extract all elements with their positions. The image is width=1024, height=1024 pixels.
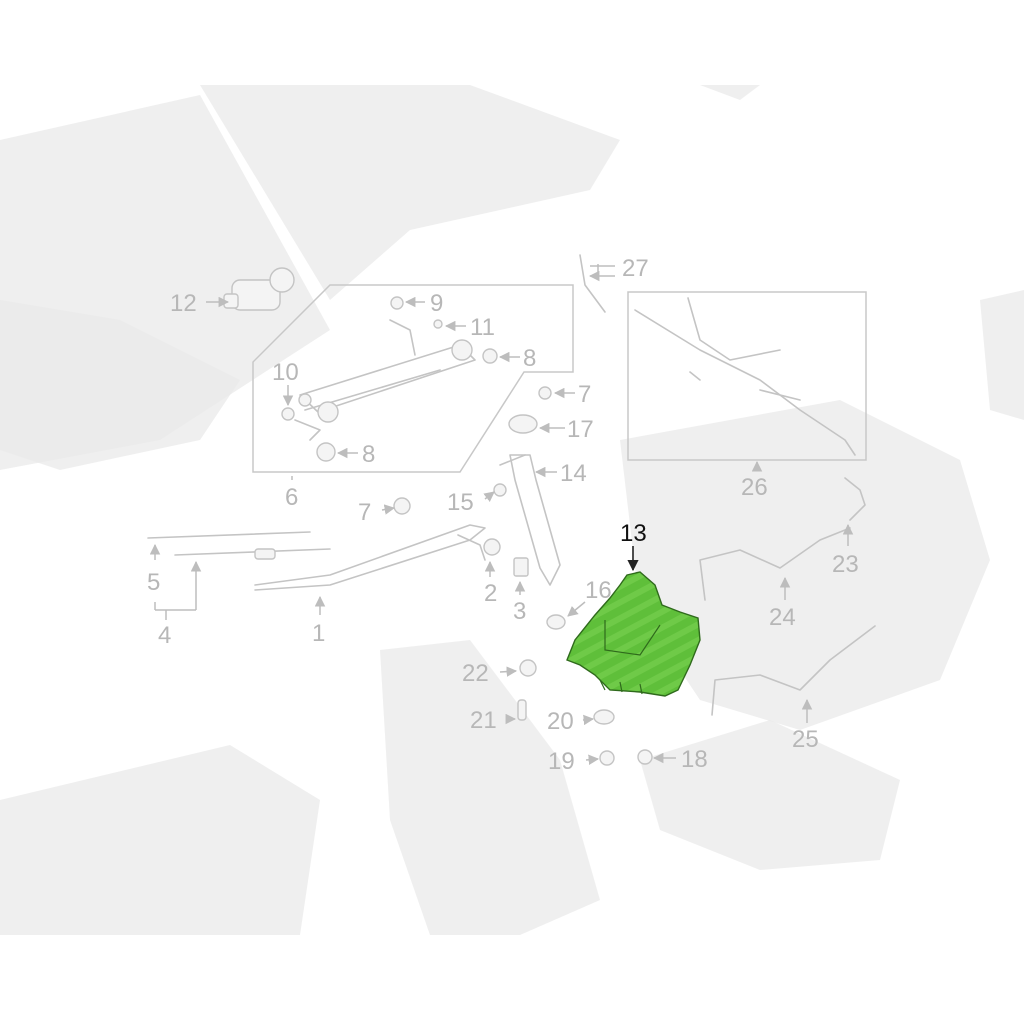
watermark	[0, 85, 1024, 935]
callout-2: 2	[484, 580, 497, 607]
callout-25: 25	[792, 726, 819, 753]
callout-21: 21	[470, 707, 497, 734]
callout-labels: 12 9 11 8 10 8 6 7 17 14 15 7 27 26 13 1…	[147, 255, 859, 775]
part-25-hose[interactable]	[711, 625, 876, 716]
part-8a-bushing[interactable]	[482, 348, 498, 364]
part-1-wiper-arm[interactable]	[254, 524, 486, 591]
part-6-wiper-linkage[interactable]	[294, 319, 476, 441]
callout-1: 1	[312, 620, 325, 647]
callout-22: 22	[462, 660, 489, 687]
part-19-connector[interactable]	[599, 750, 615, 766]
callout-7b: 7	[358, 499, 371, 526]
callout-6: 6	[285, 484, 298, 511]
callout-12: 12	[170, 290, 197, 317]
callout-27: 27	[622, 255, 649, 282]
part-5-wiper-blade[interactable]	[147, 531, 311, 539]
leader-lines	[149, 264, 854, 766]
callout-11: 11	[470, 314, 495, 341]
callout-8b: 8	[362, 441, 375, 468]
part-4-wiper-blade-assembly[interactable]	[174, 548, 331, 560]
part-16-seal[interactable]	[546, 614, 566, 630]
part-3-bracket[interactable]	[513, 557, 529, 577]
callout-5: 5	[147, 569, 160, 596]
part-10-nut[interactable]	[281, 407, 295, 421]
part-7a-bolt[interactable]	[538, 386, 552, 400]
part-18-connector[interactable]	[637, 749, 653, 765]
part-8b-bushing[interactable]	[316, 442, 336, 462]
callout-16: 16	[585, 577, 612, 604]
callout-15: 15	[447, 489, 474, 516]
callout-20: 20	[547, 708, 574, 735]
callout-4: 4	[158, 622, 171, 649]
callout-9: 9	[430, 290, 443, 317]
part-21-pipe[interactable]	[517, 699, 527, 721]
callout-7a: 7	[578, 381, 591, 408]
group-box-26	[627, 291, 867, 461]
callout-23: 23	[832, 551, 859, 578]
callout-14: 14	[560, 460, 587, 487]
part-23-hose[interactable]	[844, 477, 866, 521]
callout-24: 24	[769, 604, 796, 631]
callout-3: 3	[513, 598, 526, 625]
part-14-filler-neck[interactable]	[499, 454, 561, 586]
part-13-washer-reservoir[interactable]	[566, 571, 701, 697]
part-26-hose-kit[interactable]	[634, 297, 856, 456]
group-box-6	[252, 284, 574, 473]
part-24-hose[interactable]	[699, 527, 851, 601]
part-11-clip[interactable]	[433, 319, 443, 329]
part-9-nut[interactable]	[390, 296, 404, 310]
callout-10: 10	[272, 359, 299, 386]
callout-13: 13	[620, 520, 647, 547]
part-22-seal[interactable]	[519, 659, 537, 677]
part-2-cap[interactable]	[483, 538, 501, 556]
part-17-cap-seal[interactable]	[508, 414, 538, 434]
callout-19: 19	[548, 748, 575, 775]
callout-8a: 8	[523, 345, 536, 372]
callout-18: 18	[681, 746, 708, 773]
part-12-wiper-motor[interactable]	[223, 267, 295, 311]
callout-17: 17	[567, 416, 594, 443]
part-15-grommet[interactable]	[493, 483, 507, 497]
callout-26: 26	[741, 474, 768, 501]
part-7b-bolt[interactable]	[393, 497, 411, 515]
part-20-seal[interactable]	[593, 709, 615, 725]
part-27-hose[interactable]	[579, 254, 606, 313]
